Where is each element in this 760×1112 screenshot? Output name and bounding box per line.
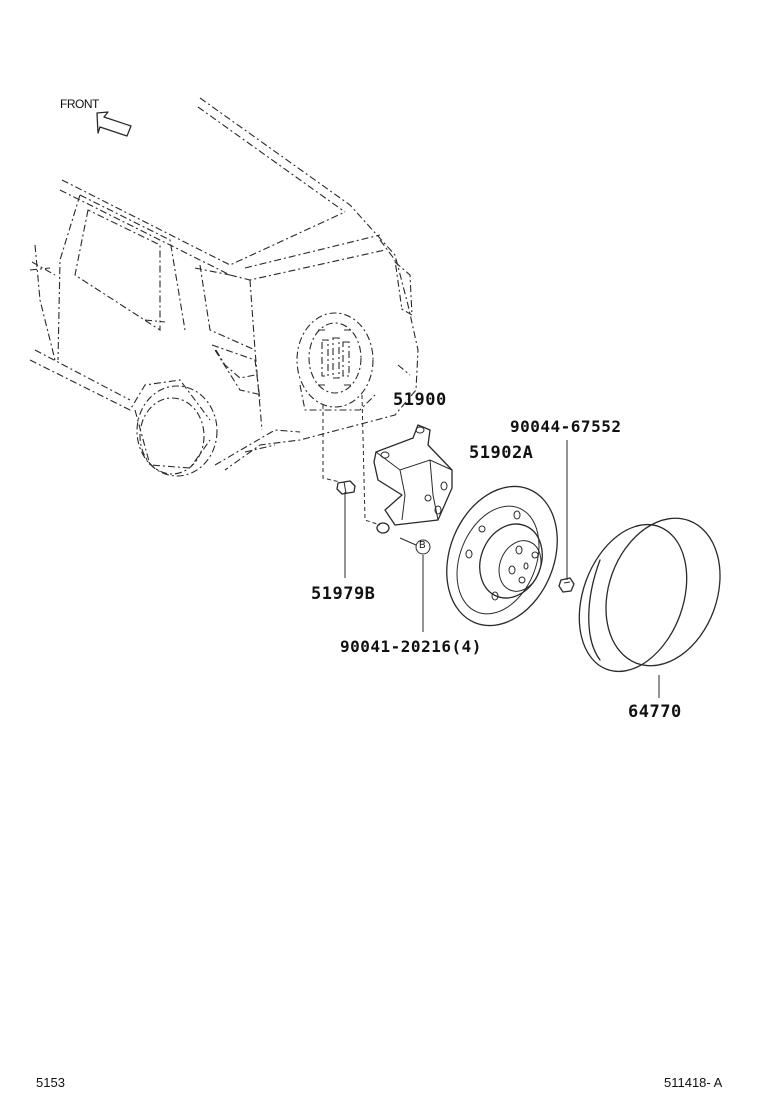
spare-wheel <box>446 485 558 627</box>
part-number-51900: 51900 <box>393 390 447 410</box>
leader-lines <box>322 394 660 698</box>
footer-left-code: 5153 <box>36 1075 65 1090</box>
part-number-90044: 90044-67552 <box>510 417 622 436</box>
callout-letter: B <box>419 540 426 551</box>
part-number-51979b: 51979B <box>311 584 376 604</box>
stud-bolt <box>336 480 356 495</box>
footer-right-code: 511418- A <box>664 1075 723 1090</box>
spare-tire-cover <box>578 517 721 673</box>
part-number-64770: 64770 <box>628 702 682 722</box>
part-number-90041: 90041-20216(4) <box>340 637 482 656</box>
front-direction-label: FRONT <box>60 97 99 111</box>
callout-circle <box>415 539 431 555</box>
vehicle-outline <box>29 97 419 477</box>
part-number-51902a: 51902A <box>469 443 534 463</box>
hub-nut <box>558 577 575 593</box>
carrier-bracket <box>373 424 453 534</box>
front-arrow-icon <box>96 111 132 137</box>
